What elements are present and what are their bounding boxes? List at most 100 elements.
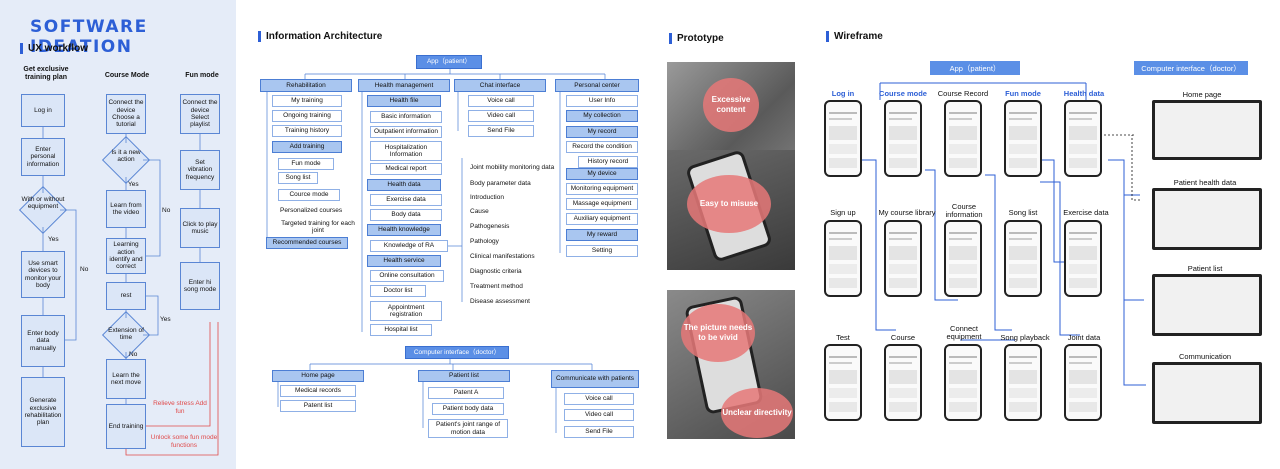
ia-node: Patient's joint range of motion data (428, 419, 508, 438)
ia-node: Health knowledge (367, 224, 441, 236)
ia-node: Online consultation (370, 270, 444, 282)
ia-node: Communicate with patients (551, 370, 639, 388)
ia-node: Patient body data (432, 403, 504, 415)
wf-pc-label: Computer interface（doctor） (1134, 61, 1248, 75)
ia-node: Personalized courses (280, 206, 343, 214)
ia-knowledge-item: Introduction (470, 193, 504, 201)
wf-label: Patient health data (1173, 178, 1237, 187)
ia-node: Hospital list (370, 324, 432, 336)
wireframe-phone (944, 220, 982, 297)
no-label: No (80, 266, 89, 273)
ia-node: Knowledge of RA (370, 240, 448, 252)
flow-box: rest (106, 282, 146, 310)
ia-node: Body data (370, 209, 442, 221)
wireframe-phone (884, 344, 922, 421)
wireframe-phone (1064, 100, 1102, 177)
ia-node: User Info (566, 95, 638, 107)
prototype-note: Excessive content (703, 78, 759, 132)
wf-label: Course information (945, 202, 983, 220)
ia-node: Training history (272, 125, 342, 137)
ia-node: Recommended courses (266, 237, 348, 249)
wf-label: Course Record (937, 89, 989, 98)
ia-node: Hospitalization Information (370, 141, 442, 161)
ia-node: Ongoing training (272, 110, 342, 122)
wf-label: Song playback (1000, 333, 1050, 342)
ia-node: Appointment registration (370, 301, 442, 321)
flow-box: Set vibration frequency (180, 150, 220, 190)
flow-box: Use smart devices to monitor your body (21, 251, 65, 298)
decision-label: With or without equipment (21, 196, 65, 211)
ia-node: Add training (272, 141, 342, 153)
wireframe-phone (944, 100, 982, 177)
prototype-title: Prototype (677, 33, 724, 44)
ia-node: Video call (564, 409, 634, 421)
wireframe-phone (884, 220, 922, 297)
ia-title: Information Architecture (266, 31, 383, 42)
ia-node: My device (566, 168, 638, 180)
prototype-note: Easy to misuse (687, 175, 771, 233)
ia-node: Auxiliary equipment (566, 213, 638, 225)
flow-box: Log in (21, 94, 65, 127)
prototype-note: The picture needs to be vivid (681, 304, 755, 362)
flow-box: Enter body data manually (21, 315, 65, 367)
wf-label: Joint data (1067, 333, 1101, 342)
wireframe-monitor (1152, 100, 1262, 160)
ia-node: Doctor list (370, 285, 426, 297)
ia-node: Patent A (428, 387, 504, 399)
wireframe-phone (824, 220, 862, 297)
ia-node: Targeted training for each joint (281, 219, 355, 234)
ia-knowledge-item: Pathology (470, 237, 499, 245)
flow-box: Connect the device Select playlist (180, 94, 220, 134)
ia-node: Patient list (418, 370, 510, 382)
wireframe-monitor (1152, 274, 1262, 336)
ia-node: Rehabilitation (260, 79, 352, 92)
page-title: SOFTWARE IDEATION (30, 17, 148, 57)
ia-node: Patent list (280, 400, 356, 412)
ia-node: Record the condition (566, 141, 638, 153)
wireframe-title: Wireframe (834, 31, 883, 42)
col-training-plan-heading: Get exclusive training plan (23, 66, 69, 82)
prototype-heading: Prototype (669, 33, 724, 44)
ia-node: Basic information (370, 111, 442, 123)
ia-node: History record (578, 156, 638, 168)
wireframe-phone (824, 344, 862, 421)
wf-label: Home page (1182, 90, 1222, 99)
ia-node: Video call (468, 110, 534, 122)
flow-box: End training (106, 404, 146, 449)
ux-workflow-heading: UX workflow (20, 43, 88, 54)
ia-node: Health management (358, 79, 450, 92)
ia-knowledge-item: Treatment method (470, 282, 523, 290)
prototype-note: Unclear directivity (721, 388, 793, 438)
ia-knowledge-item: Body parameter data (470, 179, 531, 187)
flow-box: Generate exclusive rehabilitation plan (21, 377, 65, 447)
decision-label: Extension of time (108, 327, 144, 342)
flow-box: Connect the device Choose a tutorial (106, 94, 146, 134)
ia-node: Health data (367, 179, 441, 191)
wireframe-phone (1064, 344, 1102, 421)
wireframe-phone (1064, 220, 1102, 297)
ia-node: Personal center (555, 79, 639, 92)
flow-box: Learning action identify and correct (106, 238, 146, 274)
wireframe-heading: Wireframe (826, 31, 883, 42)
wf-label: Course (890, 333, 916, 342)
wf-label: Log in (831, 89, 855, 98)
red-note: Relieve stress Add fun (153, 400, 207, 415)
ia-node: Health file (367, 95, 441, 107)
ia-node: My training (272, 95, 342, 107)
wireframe-phone (824, 100, 862, 177)
wf-label: Test (836, 333, 850, 342)
wireframe-phone (944, 344, 982, 421)
ia-node: Exercise data (370, 194, 442, 206)
ia-knowledge-item: Pathogenesis (470, 222, 510, 230)
ia-node: Song list (278, 172, 318, 184)
ia-node: Medical report (370, 163, 442, 175)
yes-label: Yes (128, 181, 139, 188)
wf-label: Patient list (1187, 264, 1223, 273)
ia-node: Health service (367, 255, 441, 267)
wf-label: Song list (1008, 208, 1038, 217)
ia-knowledge-item: Disease assessment (470, 297, 530, 305)
ia-node: Cource mode (278, 189, 340, 201)
prototype-photos: Excessive content Easy to misuse The pic… (667, 62, 795, 439)
wireframe-phone (1004, 344, 1042, 421)
ux-workflow-label: UX workflow (28, 43, 89, 54)
